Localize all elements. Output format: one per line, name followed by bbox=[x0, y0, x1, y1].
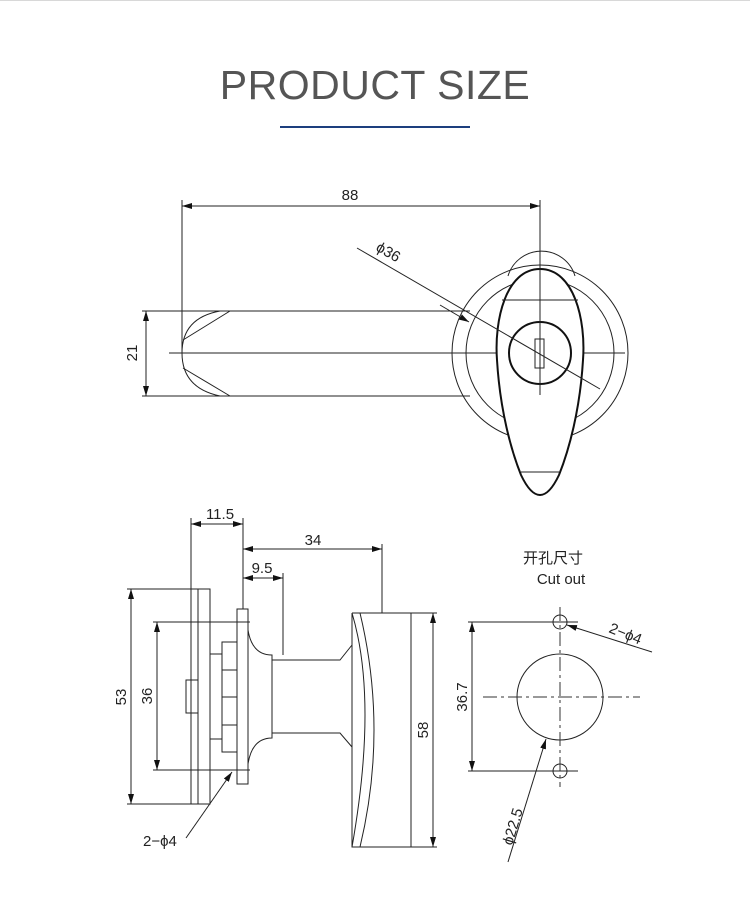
cutout-title-en: Cut out bbox=[537, 571, 586, 588]
neck bbox=[272, 644, 353, 748]
washer bbox=[209, 653, 223, 740]
lever-side bbox=[351, 612, 412, 848]
neck-flare bbox=[247, 629, 273, 765]
hex-nut bbox=[221, 641, 238, 753]
dim-phi22-5: ϕ22.5 bbox=[500, 806, 527, 847]
cutout-view: 开孔尺寸 Cut out 36.7 2−ϕ4 ϕ22.5 bbox=[454, 550, 653, 863]
dim-11-5: 11.5 bbox=[206, 506, 234, 523]
dim-58: 58 bbox=[415, 722, 432, 739]
top-divider bbox=[0, 0, 750, 1]
bolt-head bbox=[185, 679, 199, 714]
dim-36: 36 bbox=[139, 688, 156, 705]
dim-36-7: 36.7 bbox=[454, 682, 471, 711]
title-underline bbox=[280, 126, 470, 128]
dim-phi36: ϕ36 bbox=[373, 239, 403, 266]
dim-9-5: 9.5 bbox=[252, 560, 273, 577]
bump bbox=[507, 250, 576, 277]
mount-plate bbox=[236, 608, 249, 785]
page-title: PRODUCT SIZE bbox=[219, 62, 531, 108]
dim-53: 53 bbox=[113, 689, 130, 706]
dim-34: 34 bbox=[305, 532, 322, 549]
cutout-title-cn: 开孔尺寸 bbox=[523, 550, 583, 567]
panel bbox=[197, 588, 211, 805]
cutout-holes-label: 2−ϕ4 bbox=[607, 620, 645, 648]
dim-21: 21 bbox=[124, 345, 141, 362]
side-view: 11.5 34 9.5 53 36 58 2−ϕ4 bbox=[113, 506, 437, 850]
holes-label: 2−ϕ4 bbox=[143, 833, 177, 850]
dim-88: 88 bbox=[342, 187, 359, 204]
top-view: 88 21 ϕ36 bbox=[124, 187, 629, 496]
